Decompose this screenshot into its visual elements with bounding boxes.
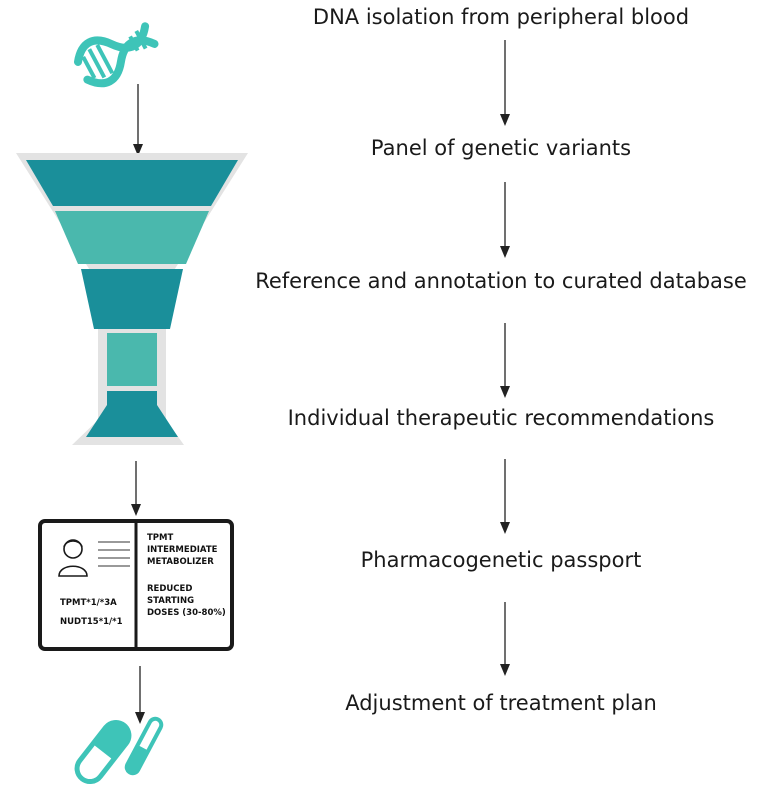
step-reference-annotation: Reference and annotation to curated data… bbox=[255, 269, 747, 293]
passport-recommendation-line-3: DOSES (30-80%) bbox=[147, 608, 226, 618]
passport-genotype-nudt15: NUDT15*1/*1 bbox=[60, 617, 123, 627]
avatar-icon bbox=[58, 539, 88, 577]
step-therapeutic-recommendations: Individual therapeutic recommendations bbox=[287, 406, 715, 430]
arrow-left-3 bbox=[135, 666, 145, 724]
passport-phenotype-line-3: METABOLIZER bbox=[147, 557, 214, 567]
passport-phenotype-line-2: INTERMEDIATE bbox=[147, 545, 218, 555]
pill-icon bbox=[74, 716, 164, 785]
arrow-left-1 bbox=[133, 84, 143, 156]
step-pharmacogenetic-passport: Pharmacogenetic passport bbox=[360, 548, 642, 572]
dna-icon bbox=[73, 22, 159, 88]
passport-icon bbox=[38, 519, 234, 651]
funnel-icon bbox=[16, 153, 248, 445]
arrow-right-2 bbox=[500, 182, 510, 258]
passport-phenotype-line-1: TPMT bbox=[147, 533, 174, 543]
step-treatment-adjustment: Adjustment of treatment plan bbox=[345, 691, 657, 715]
arrow-right-5 bbox=[500, 602, 510, 676]
passport-genotype-tpmt: TPMT*1/*3A bbox=[60, 598, 117, 608]
passport-recommendation-line-1: REDUCED bbox=[147, 584, 193, 594]
arrow-left-2 bbox=[131, 461, 141, 516]
passport-recommendation-line-2: STARTING bbox=[147, 596, 195, 606]
arrow-right-4 bbox=[500, 459, 510, 534]
arrow-right-3 bbox=[500, 323, 510, 398]
step-genetic-panel: Panel of genetic variants bbox=[370, 136, 632, 160]
step-dna-isolation: DNA isolation from peripheral blood bbox=[312, 5, 690, 29]
arrow-right-1 bbox=[500, 40, 510, 126]
